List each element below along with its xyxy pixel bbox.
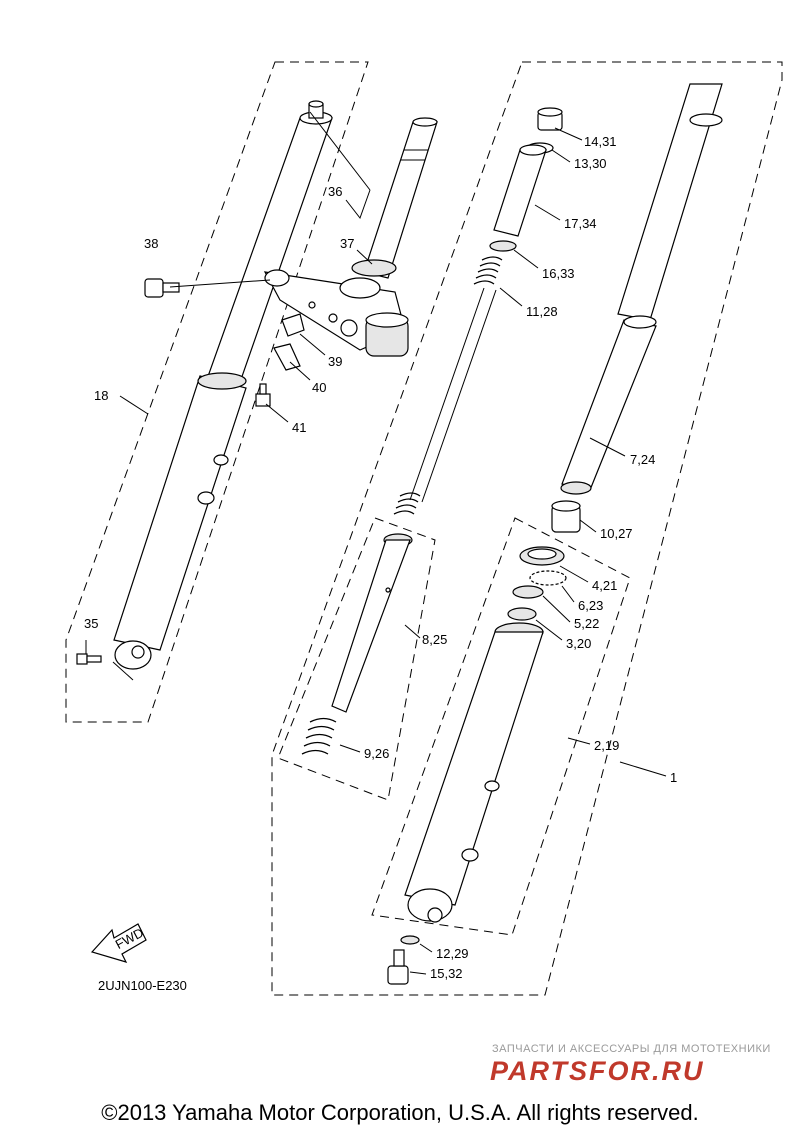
cap-bolt-14-31 bbox=[537, 107, 563, 131]
callout-1: 1 bbox=[670, 770, 677, 785]
bolt-35 bbox=[76, 653, 102, 665]
callout-9-26: 9,26 bbox=[364, 746, 389, 761]
callout-7-24: 7,24 bbox=[630, 452, 655, 467]
left-fork-assembly bbox=[112, 100, 333, 681]
diagram-code: 2UJN100-E230 bbox=[98, 978, 187, 993]
left-fork-group-outline bbox=[65, 61, 369, 723]
callout-8-25: 8,25 bbox=[422, 632, 447, 647]
copyright-notice: ©2013 Yamaha Motor Corporation, U.S.A. A… bbox=[101, 1100, 699, 1125]
spacer-17-34 bbox=[493, 144, 547, 237]
fwd-arrow-icon: FWD bbox=[90, 923, 147, 963]
bolt-15-32 bbox=[387, 949, 409, 985]
callout-12-29: 12,29 bbox=[436, 946, 469, 961]
callout-14-31: 14,31 bbox=[584, 134, 617, 149]
washer-5-22 bbox=[512, 585, 544, 599]
callout-6-23: 6,23 bbox=[578, 598, 603, 613]
callout-37: 37 bbox=[340, 236, 354, 251]
watermark-logo: PARTSFOR.RU bbox=[490, 1056, 705, 1086]
gasket-12-29 bbox=[400, 935, 420, 945]
steering-stem bbox=[263, 117, 438, 357]
callout-35: 35 bbox=[84, 616, 98, 631]
bolt-41 bbox=[255, 383, 271, 407]
clamp-39 bbox=[281, 313, 305, 337]
callout-40: 40 bbox=[312, 380, 326, 395]
callout-4-21: 4,21 bbox=[592, 578, 617, 593]
callout-11-28: 11,28 bbox=[526, 304, 558, 319]
callout-18: 18 bbox=[94, 388, 108, 403]
oil-seal-4-21 bbox=[519, 546, 565, 566]
bushing-10-27 bbox=[551, 500, 581, 533]
callout-3-20: 3,20 bbox=[566, 636, 591, 651]
spring-11-28 bbox=[393, 256, 503, 515]
right-fork-group-outline bbox=[271, 61, 783, 996]
spring-9-26 bbox=[301, 717, 337, 755]
outer-tube-2-19 bbox=[404, 622, 544, 923]
clip-6-23 bbox=[529, 570, 567, 586]
watermark-tagline: ЗАПЧАСТИ И АКСЕССУАРЫ ДЛЯ МОТОТЕХНИКИ bbox=[492, 1043, 771, 1055]
bolt-38 bbox=[144, 278, 180, 298]
bushing-3-20 bbox=[507, 607, 537, 621]
bracket-40 bbox=[273, 343, 301, 371]
callout-15-32: 15,32 bbox=[430, 966, 463, 981]
callout-2-19: 2,19 bbox=[594, 738, 619, 753]
callout-5-22: 5,22 bbox=[574, 616, 599, 631]
callout-10-27: 10,27 bbox=[600, 526, 633, 541]
washer-16-33 bbox=[489, 240, 517, 252]
callout-39: 39 bbox=[328, 354, 342, 369]
callout-36: 36 bbox=[328, 184, 342, 199]
callout-16-33: 16,33 bbox=[542, 266, 575, 281]
callout-17-34: 17,34 bbox=[564, 216, 597, 231]
watermark-logo-text: PARTSFOR.RU bbox=[490, 1056, 705, 1086]
inner-tube-7-24 bbox=[560, 83, 723, 495]
callout-38: 38 bbox=[144, 236, 158, 251]
leader-lines bbox=[85, 111, 667, 975]
callout-41: 41 bbox=[292, 420, 306, 435]
damper-rod-group-outline bbox=[277, 517, 436, 801]
callout-13-30: 13,30 bbox=[574, 156, 607, 171]
damper-rod-8-25 bbox=[331, 533, 413, 713]
outer-tube-group-outline bbox=[371, 517, 631, 936]
